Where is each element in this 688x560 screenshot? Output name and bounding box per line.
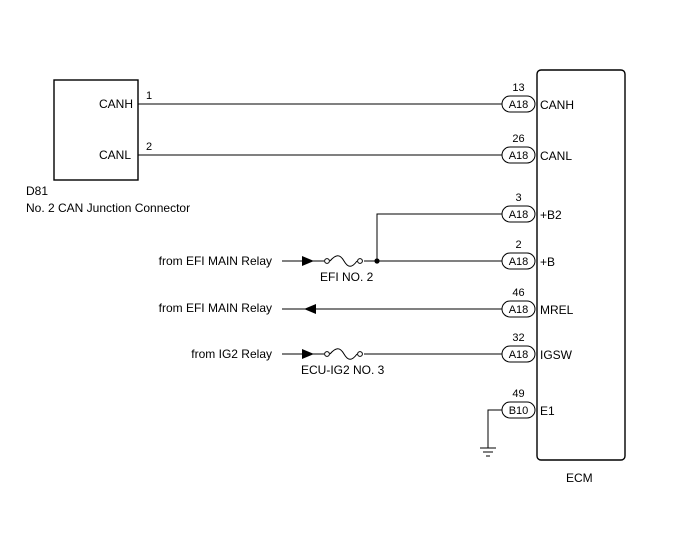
ecm-box [536,69,626,461]
connector-pill [501,95,536,113]
connector-code: A18 [509,209,529,221]
connector-pill [501,401,536,419]
ecm-label: ECM [566,471,593,485]
fuse-label-ecu-ig2-no3: ECU-IG2 NO. 3 [301,363,385,377]
connector-pill [501,146,536,164]
terminal-name: +B [540,255,555,269]
junction-name: No. 2 CAN Junction Connector [26,201,190,215]
terminal-name: IGSW [540,348,573,362]
source-label-efi-main-relay-out: from EFI MAIN Relay [159,301,272,315]
terminal-number: 46 [512,287,524,299]
terminal-name: MREL [540,303,574,317]
arrow-right-efi-main-relay [302,256,314,266]
terminal-number: 3 [515,192,521,204]
connector-code: B10 [509,405,529,417]
connector-pill [501,300,536,318]
junction-pin-label-canl: CANL [99,148,131,162]
ecm-terminal-b2: A18 3 +B2 [501,192,562,223]
terminal-name: CANL [540,149,572,163]
terminal-name: +B2 [540,208,562,222]
connector-code: A18 [509,304,529,316]
fuse-efi-no2 [324,255,364,267]
connector-pill [501,205,536,223]
splice-dot [374,258,380,264]
connector-code: A18 [509,150,529,162]
junction-connector-box [53,79,139,181]
junction-id: D81 [26,184,48,198]
terminal-number: 49 [512,388,524,400]
terminal-number: 13 [512,82,524,94]
ground-icon [480,447,496,457]
connector-pill [501,252,536,270]
wire-e1 [487,409,502,448]
arrow-right-ig2-relay [302,349,314,359]
ecm-terminals: A1813CANHA1826CANLA183+B2A182+BA1846MREL… [501,82,574,419]
terminal-number: 2 [515,239,521,251]
fuse-ecu-ig2-no3 [324,348,364,360]
terminal-number: 26 [512,133,524,145]
connector-code: A18 [509,99,529,111]
terminal-name: E1 [540,404,555,418]
connector-pill [501,345,536,363]
source-label-ig2-relay: from IG2 Relay [191,347,272,361]
junction-pin-label-canh: CANH [99,97,133,111]
terminal-name: CANH [540,98,574,112]
source-label-efi-main-relay-in: from EFI MAIN Relay [159,254,272,268]
connector-code: A18 [509,349,529,361]
terminal-number: 32 [512,332,524,344]
junction-pin-number-1: 1 [146,90,152,102]
ecm-terminal-b: A18 2 +B [501,239,555,270]
fuse-label-efi-no2: EFI NO. 2 [320,270,374,284]
junction-pin-number-2: 2 [146,141,152,153]
arrow-left-mrel [304,304,316,314]
connector-code: A18 [509,256,529,268]
wire-b2 [376,213,502,261]
